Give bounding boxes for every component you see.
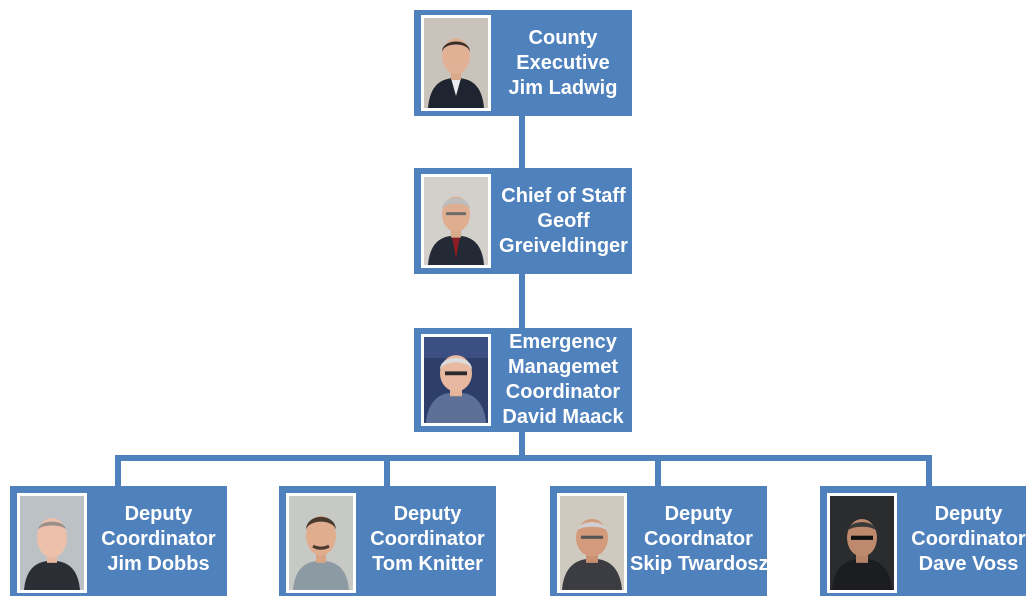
connector-horizontal-bus — [115, 455, 932, 461]
connector-bus-deputy-4 — [926, 455, 932, 486]
person-portrait-icon — [421, 15, 491, 111]
person-portrait-icon — [421, 174, 491, 268]
connector-em-bus — [519, 432, 525, 458]
node-label: Emergency Managemet Coordinator David Ma… — [502, 331, 624, 428]
node-deputy-2: Deputy Coordinator Tom Knitter — [279, 486, 496, 596]
person-portrait-icon — [17, 493, 87, 593]
node-county-executive: County Executive Jim Ladwig — [414, 10, 632, 116]
node-label: Deputy Coordinator Dave Voss — [911, 502, 1026, 575]
node-label: Deputy Coordinator Tom Knitter — [370, 502, 485, 575]
connector-bus-deputy-3 — [655, 455, 661, 486]
node-label: County Executive Jim Ladwig — [508, 26, 618, 99]
node-label: Deputy Coordnator Skip Twardosz — [630, 502, 767, 575]
person-portrait-icon — [557, 493, 627, 593]
connector-chief-em — [519, 274, 525, 328]
node-label: Deputy Coordinator Jim Dobbs — [101, 502, 216, 575]
connector-bus-deputy-1 — [115, 455, 121, 486]
node-deputy-4: Deputy Coordinator Dave Voss — [820, 486, 1026, 596]
node-deputy-3: Deputy Coordnator Skip Twardosz — [550, 486, 767, 596]
person-portrait-icon — [827, 493, 897, 593]
node-em-coordinator: Emergency Managemet Coordinator David Ma… — [414, 328, 632, 432]
node-label: Chief of Staff Geoff Greiveldinger — [499, 184, 628, 257]
node-chief-of-staff: Chief of Staff Geoff Greiveldinger — [414, 168, 632, 274]
node-deputy-1: Deputy Coordinator Jim Dobbs — [10, 486, 227, 596]
person-portrait-icon — [286, 493, 356, 593]
person-portrait-icon — [421, 334, 491, 426]
connector-exec-chief — [519, 116, 525, 168]
connector-bus-deputy-2 — [384, 455, 390, 486]
